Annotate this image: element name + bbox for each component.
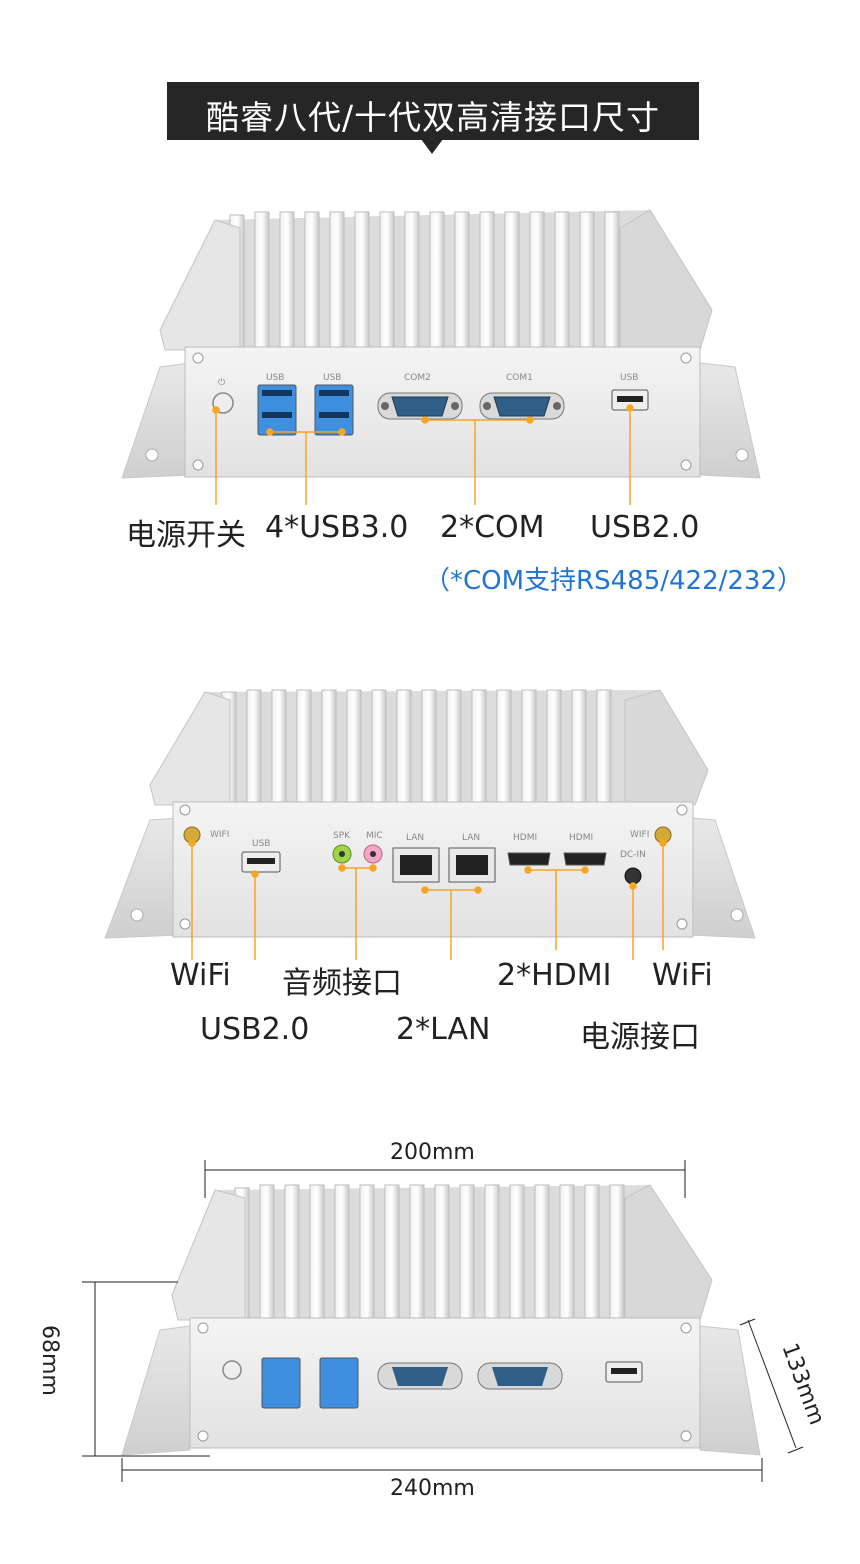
rear-usb-label: USB [252, 839, 270, 849]
spk-label: SPK [333, 831, 351, 841]
usb3-callout: 4*USB3.0 [265, 510, 409, 545]
mic-label: MIC [366, 831, 383, 841]
com2-label: COM2 [404, 373, 431, 383]
front-callout-lines [212, 404, 634, 505]
com-ports [377, 392, 565, 420]
width-top-dimension: 200mm [390, 1140, 475, 1165]
lan2-label: LAN [462, 833, 480, 843]
width-bottom-dimension: 240mm [390, 1476, 475, 1501]
lan-callout: 2*LAN [396, 1012, 491, 1047]
com1-label: COM1 [506, 373, 533, 383]
dimension-lines [82, 1160, 804, 1482]
height-dimension: 68mm [37, 1325, 62, 1396]
hdmi-callout: 2*HDMI [497, 958, 612, 993]
usb-b-label: USB [323, 373, 341, 383]
power-switch-callout: 电源开关 [126, 518, 246, 553]
wifi-right-callout: WiFi [652, 958, 713, 993]
svg-text:⏻: ⏻ [218, 377, 225, 388]
usb2-callout: USB2.0 [590, 510, 700, 545]
wifi-left-label: WIFI [210, 830, 229, 840]
rear-callout-lines [188, 839, 667, 960]
com-callout: 2*COM [440, 510, 545, 545]
page-title: 酷睿八代/十代双高清接口尺寸 [205, 98, 661, 137]
dimension-device-image [82, 1160, 804, 1482]
rear-panel-device-image: WIFI WIFI USB SPK MIC LAN LAN HDMI HDMI … [104, 689, 756, 960]
dim-heatsink-fins [234, 1184, 625, 1321]
lan1-label: LAN [406, 833, 424, 843]
wifi-left-callout: WiFi [170, 958, 231, 993]
usb3-ports [257, 384, 354, 436]
audio-callout: 音频接口 [282, 966, 402, 1001]
dcin-label: DC-IN [620, 850, 646, 860]
hdmi2-label: HDMI [569, 833, 593, 843]
title-banner: 酷睿八代/十代双高清接口尺寸 [167, 82, 699, 140]
wifi-right-label: WIFI [630, 830, 649, 840]
rear-usb2-callout: USB2.0 [200, 1012, 310, 1047]
com-support-note: （*COM支持RS485/422/232） [424, 566, 804, 596]
hdmi1-label: HDMI [513, 833, 537, 843]
power-port-callout: 电源接口 [580, 1020, 700, 1055]
usb-a-label: USB [266, 373, 284, 383]
title-pointer [421, 139, 443, 154]
front-panel-device-image: ⏻ USB USB COM2 COM1 USB [121, 209, 761, 505]
usb-c-label: USB [620, 373, 638, 383]
